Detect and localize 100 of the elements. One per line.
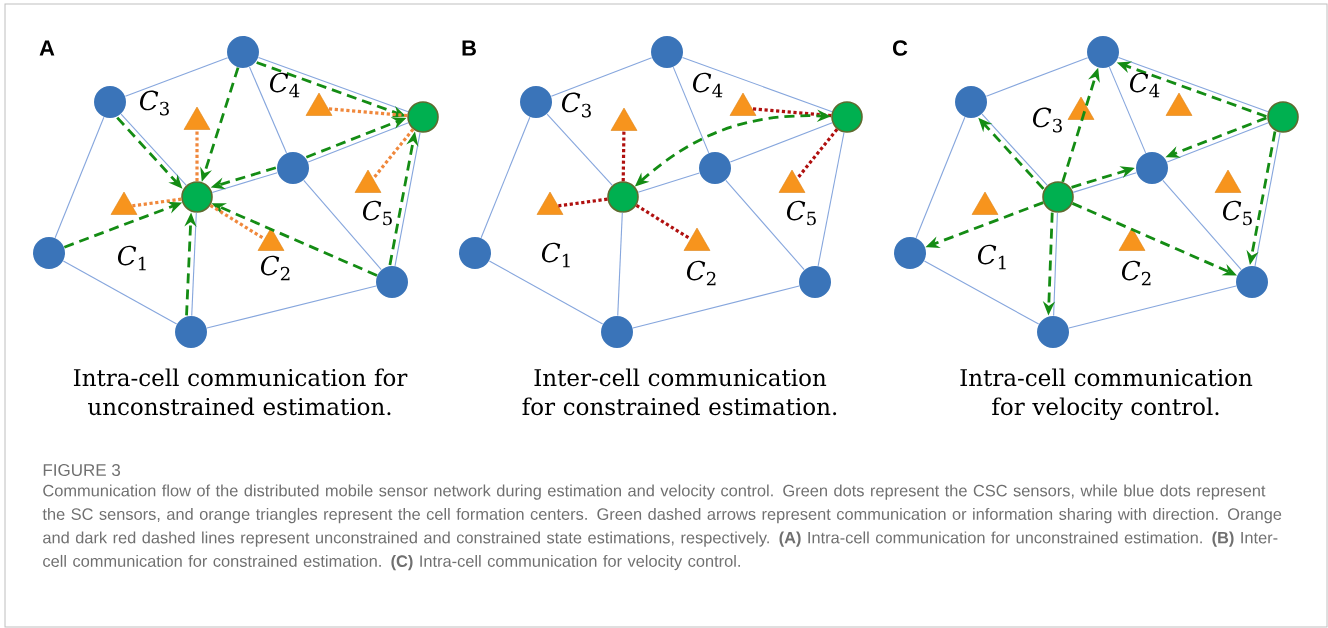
mesh-line	[54, 116, 105, 239]
dotted-line	[752, 107, 832, 118]
mesh-line	[546, 113, 613, 186]
triangle-marker	[354, 169, 382, 193]
triangle-marker	[1214, 169, 1242, 193]
panel-letter: A	[39, 40, 55, 56]
mesh-line	[394, 132, 421, 267]
mesh-line	[211, 172, 278, 193]
cell-label: C$_{1}$	[541, 242, 570, 268]
sensor-dot	[376, 266, 408, 298]
triangle-marker	[1165, 92, 1193, 116]
mesh-line	[817, 131, 845, 267]
dotted-line	[328, 107, 408, 118]
dotted-line	[621, 130, 626, 182]
sensor-dot	[175, 316, 207, 348]
sensor-dot	[699, 152, 731, 184]
cell-label: C$_{5}$	[362, 200, 392, 226]
cell-label: C$_{2}$	[686, 260, 716, 286]
mesh-line	[206, 285, 377, 329]
cell-label: C$_{4}$	[269, 72, 300, 98]
mesh-line	[1254, 132, 1281, 267]
sensor-dot	[799, 266, 831, 298]
mesh-line	[632, 285, 800, 329]
mesh-line	[1108, 66, 1147, 154]
cell-label: C$_{3}$	[139, 90, 169, 116]
mesh-line	[248, 66, 288, 154]
sensor-dot	[459, 237, 491, 269]
triangle-marker	[110, 191, 138, 215]
sensor-dot	[607, 181, 639, 213]
panel-letter: C	[892, 40, 908, 56]
dotted-line	[195, 129, 199, 182]
sensor-dot	[1037, 316, 1069, 348]
panel-caption: Intra-cell communication for velocity control.	[960, 368, 1253, 420]
cell-label: C$_{5}$	[1222, 200, 1252, 226]
sensor-dot	[407, 101, 439, 133]
sensor-dot	[601, 316, 633, 348]
sensor-dot	[955, 86, 987, 118]
mesh-line	[1162, 179, 1242, 271]
mesh-line	[1053, 212, 1058, 317]
sensor-dot	[831, 101, 863, 133]
mesh-line	[488, 260, 604, 325]
dotted-line	[635, 204, 692, 241]
mesh-line	[729, 122, 833, 163]
figure-caption: Communication flow of the distributed mobile sensor network during estimation and velocity control. Green dots represent the CSC sensors, while blue dots represent the SC sensors, and orange triangles represent the cell formation centers. Green dashed arrows represent communication or information sharing with direction. Orange and dark red dashed lines represent unconstrained and constrained state estimations, respectively. (A) Intra-cell communication for unconstrained estimation. (B) Inter-cell communication for constrained estimation. (C) Intra-cell communication for velocity control.	[42, 484, 1282, 571]
cell-label: C$_{3}$	[561, 92, 591, 118]
triangle-marker	[305, 92, 333, 116]
dotted-line	[132, 197, 182, 208]
dotted-line	[558, 197, 608, 208]
mesh-line	[1068, 285, 1237, 329]
sensor-dot	[894, 237, 926, 269]
triangle-marker	[729, 92, 757, 116]
figure-number: FIGURE 3	[43, 464, 121, 476]
triangle-marker	[778, 169, 806, 193]
cell-label: C$_{4}$	[1129, 72, 1160, 98]
panel-letter: B	[462, 40, 476, 56]
triangle-marker	[183, 106, 211, 130]
cell-label: C$_{1}$	[977, 244, 1006, 270]
sensor-dot	[277, 152, 309, 184]
triangle-marker	[683, 227, 711, 251]
sensor-dot	[651, 36, 683, 68]
sensor-dot	[1136, 152, 1168, 184]
mesh-line	[124, 57, 229, 97]
sensor-dot	[181, 181, 213, 213]
sensor-dot	[1042, 181, 1074, 213]
dotted-line	[796, 128, 839, 180]
mesh-line	[1072, 172, 1137, 193]
panel-caption: Intra-cell communication for unconstrained estimation.	[73, 368, 408, 416]
dotted-line	[372, 128, 415, 180]
triangle-marker	[1067, 96, 1095, 120]
cell-label: C$_{1}$	[117, 245, 146, 271]
mesh-line	[550, 57, 653, 97]
sensor-dot	[33, 237, 65, 269]
panel-caption: Inter-cell communication for constrained estimation.	[522, 368, 837, 416]
cell-label: C$_{4}$	[692, 72, 723, 98]
sensor-dot	[1236, 266, 1268, 298]
mesh-line	[617, 212, 623, 317]
mesh-line	[480, 116, 531, 239]
mesh-line	[985, 57, 1089, 97]
cell-label: C$_{3}$	[1032, 107, 1062, 133]
mesh-line	[191, 212, 197, 317]
sensor-dot	[1087, 36, 1119, 68]
mesh-line	[637, 172, 700, 193]
cell-label: C$_{2}$	[1121, 260, 1151, 286]
triangle-marker	[1118, 227, 1146, 251]
mesh-line	[725, 179, 805, 271]
mesh-line	[1166, 122, 1269, 163]
sensor-dot	[227, 36, 259, 68]
triangle-marker	[257, 227, 285, 251]
cell-label: C$_{2}$	[260, 255, 290, 281]
triangle-marker	[610, 107, 638, 131]
mesh-line	[303, 179, 382, 271]
cell-label: C$_{5}$	[786, 200, 816, 226]
triangle-marker	[971, 191, 999, 215]
sensor-dot	[94, 86, 126, 118]
triangle-marker	[536, 191, 564, 215]
sensor-dot	[520, 86, 552, 118]
mesh-line	[62, 260, 178, 325]
dotted-line	[209, 204, 266, 241]
mesh-line	[915, 116, 966, 239]
mesh-line	[672, 66, 710, 154]
